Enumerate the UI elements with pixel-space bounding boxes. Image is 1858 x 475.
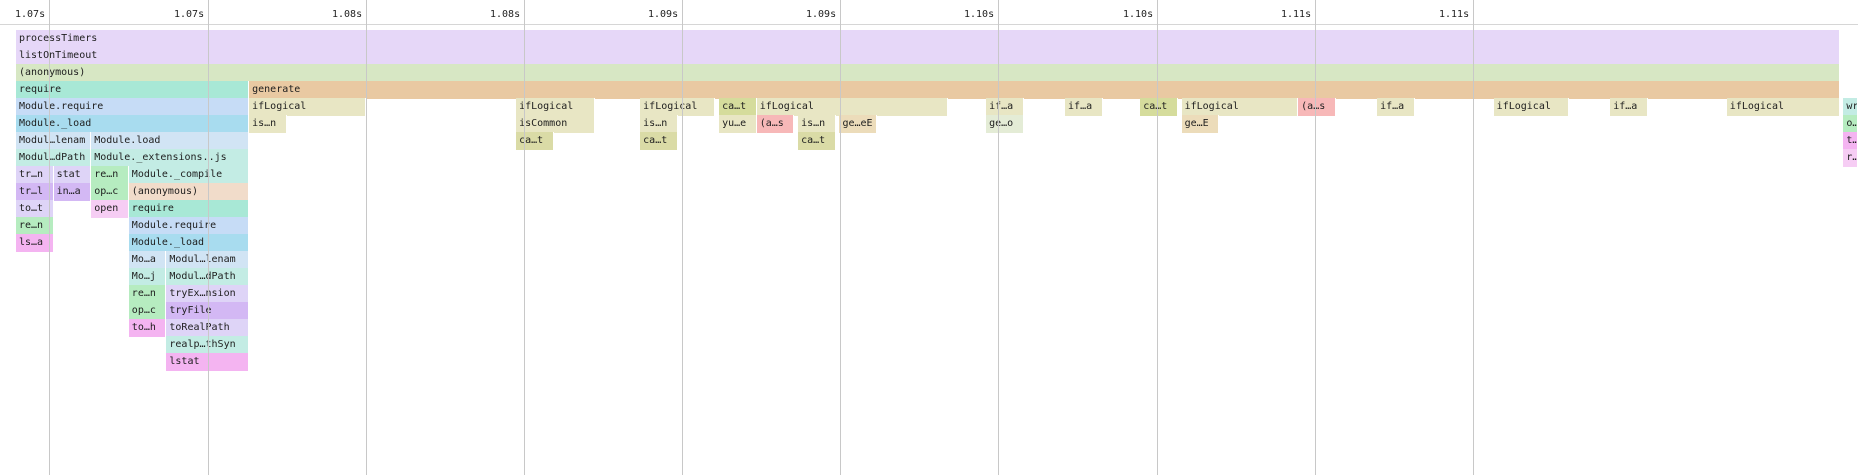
flame-frame[interactable]: Module._extensions..js [91, 149, 250, 167]
flame-frame[interactable]: (a…s [1298, 98, 1336, 116]
flame-frame[interactable]: Modul…dPath [166, 268, 250, 286]
flame-frame[interactable]: lstat [166, 353, 250, 371]
flame-frame[interactable]: generate [249, 81, 1840, 99]
flame-frame[interactable]: (anonymous) [16, 64, 1840, 82]
flame-frame[interactable]: Module.require [128, 217, 250, 235]
flame-frame[interactable]: if…a [986, 98, 1024, 116]
flame-frame[interactable]: is…n [640, 115, 678, 133]
flame-frame[interactable]: re…n [16, 217, 54, 235]
flame-frame[interactable]: stat [53, 166, 92, 184]
timeline-ruler: 1.07s 1.07s 1.08s 1.08s 1.09s 1.09s 1.10s 1.10s… [0, 0, 1858, 25]
timeline-gridline [366, 0, 367, 475]
flame-frame[interactable]: Modul…lenam [16, 132, 92, 150]
flame-frame[interactable]: Module._compile [128, 166, 250, 184]
timeline-tick-label: 1.09s [806, 9, 837, 20]
flame-frame[interactable]: require [16, 81, 250, 99]
flame-frame[interactable]: op…c [128, 302, 167, 320]
flame-frame[interactable]: Mo…j [128, 268, 167, 286]
timeline-tick-label: 1.07s [174, 9, 205, 20]
timeline-tick-label: 1.09s [648, 9, 679, 20]
flame-frame[interactable]: processTimers [16, 30, 1840, 48]
flame-frame[interactable]: re…n [128, 285, 167, 303]
flame-frame[interactable]: ca…t [1140, 98, 1178, 116]
flame-frame[interactable]: if…a [1610, 98, 1648, 116]
flame-frame[interactable]: ifLogical [1493, 98, 1569, 116]
flame-frame[interactable]: to…t [16, 200, 54, 218]
flame-frame[interactable]: ifLogical [756, 98, 949, 116]
flame-frame[interactable]: in…a [53, 183, 92, 201]
flame-frame[interactable]: Modul…lenam [166, 251, 250, 269]
flame-frame[interactable]: tryEx…nsion [166, 285, 250, 303]
flame-frame[interactable]: wri…yn [1843, 98, 1858, 116]
flame-frame[interactable]: ifLogical [516, 98, 596, 116]
flame-frame[interactable]: r…v [1843, 149, 1858, 167]
flame-frame[interactable]: Module.load [91, 132, 250, 150]
flame-frame[interactable]: realp…thSyn [166, 336, 250, 354]
flame-frame[interactable]: ifLogical [1181, 98, 1299, 116]
timeline-gridline [524, 0, 525, 475]
timeline-tick-label: 1.11s [1281, 9, 1312, 20]
flame-frame[interactable]: yu…e [719, 115, 757, 133]
flame-frame[interactable]: re…n [91, 166, 129, 184]
flame-frame[interactable]: Modul…dPath [16, 149, 92, 167]
flame-frame[interactable]: tr…n [16, 166, 54, 184]
timeline-tick-label: 1.08s [490, 9, 521, 20]
flame-frame[interactable]: Mo…a [128, 251, 167, 269]
flame-frame[interactable]: is…n [249, 115, 287, 133]
timeline-gridline [1315, 0, 1316, 475]
flame-frame[interactable]: t…h [1843, 132, 1858, 150]
flame-frame[interactable]: op…c [91, 183, 129, 201]
timeline-gridline [208, 0, 209, 475]
timeline-gridline [49, 0, 50, 475]
flame-frame[interactable]: ifLogical [640, 98, 716, 116]
flame-frame[interactable]: Module._load [128, 234, 250, 252]
flame-frame[interactable]: ifLogical [1726, 98, 1840, 116]
flame-frame[interactable]: ifLogical [249, 98, 366, 116]
timeline-tick-label: 1.10s [1123, 9, 1154, 20]
timeline-gridline [1157, 0, 1158, 475]
flame-frame[interactable]: ge…o [986, 115, 1024, 133]
timeline-gridline [682, 0, 683, 475]
flame-frame[interactable]: open [91, 200, 129, 218]
flame-frame[interactable]: ca…t [798, 132, 836, 150]
flame-frame[interactable]: (a…s [756, 115, 795, 133]
flame-frame[interactable]: Module.require [16, 98, 250, 116]
flame-frame[interactable]: Module._load [16, 115, 250, 133]
flame-frame[interactable]: ge…E [1181, 115, 1220, 133]
flame-frame[interactable]: (anonymous) [128, 183, 250, 201]
flame-frame[interactable]: to…h [128, 319, 167, 337]
flame-frame[interactable]: ls…a [16, 234, 54, 252]
flame-frame[interactable]: o…c [1843, 115, 1858, 133]
timeline-gridline [998, 0, 999, 475]
flame-frame[interactable]: is…n [798, 115, 836, 133]
flame-frame[interactable]: tryFile [166, 302, 250, 320]
flame-frame[interactable]: listOnTimeout [16, 47, 1840, 65]
flame-frame[interactable]: if…a [1065, 98, 1103, 116]
flame-frame[interactable]: ca…t [516, 132, 554, 150]
flame-frame[interactable]: ca…t [719, 98, 757, 116]
flame-frame[interactable]: ca…t [640, 132, 678, 150]
timeline-tick-label: 1.10s [964, 9, 995, 20]
timeline-tick-label: 1.11s [1439, 9, 1470, 20]
timeline-gridline [1473, 0, 1474, 475]
timeline-tick-label: 1.08s [332, 9, 363, 20]
flame-frame[interactable]: if…a [1377, 98, 1415, 116]
flame-frame[interactable]: ge…eE [839, 115, 878, 133]
flame-frame[interactable]: require [128, 200, 250, 218]
flame-frame[interactable]: isCommon [516, 115, 596, 133]
flame-frame[interactable]: toRealPath [166, 319, 250, 337]
flame-frame[interactable]: tr…l [16, 183, 54, 201]
timeline-gridline [840, 0, 841, 475]
timeline-tick-label: 1.07s [15, 9, 46, 20]
